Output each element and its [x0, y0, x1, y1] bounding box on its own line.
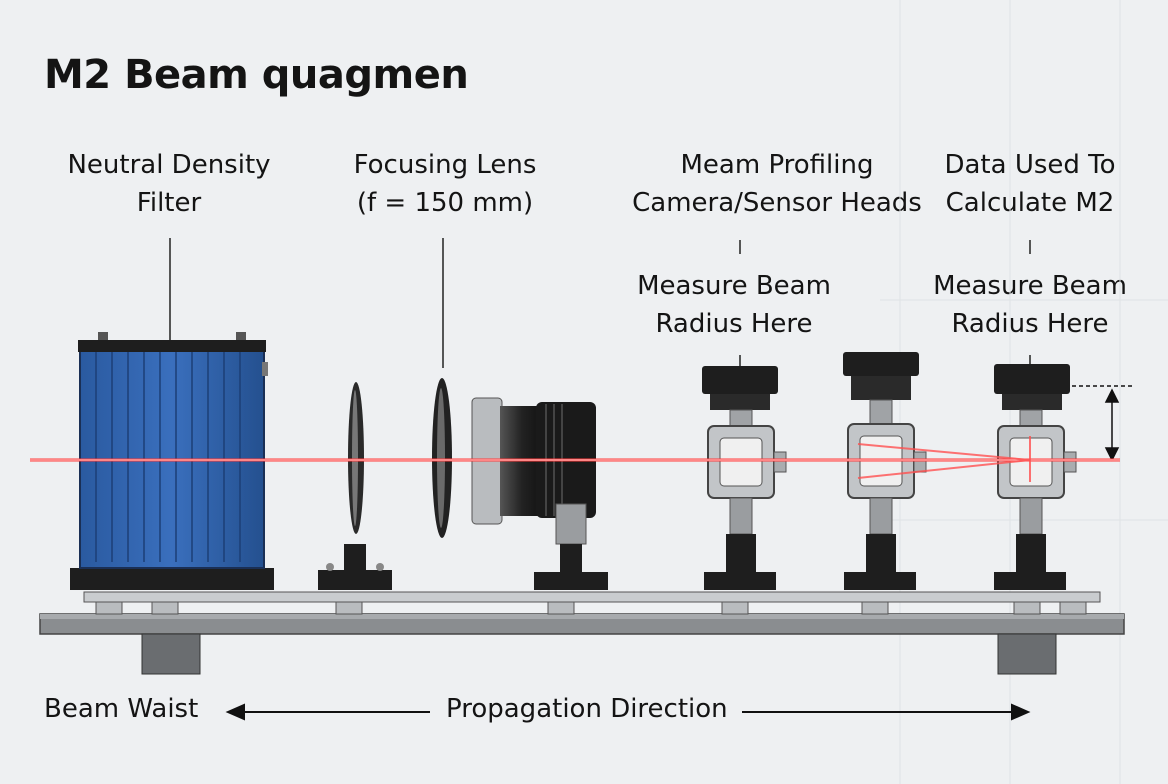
label-nd-filter-line1: Neutral Density — [67, 150, 271, 180]
camera-lens — [471, 397, 608, 590]
label-nd-filter: Neutral Density Filter — [44, 146, 294, 222]
diagram-title: M2 Beam quagmen — [44, 52, 469, 98]
label-profiling-line1: Meam Profiling — [680, 150, 874, 180]
filter-lens-element — [318, 382, 392, 590]
propagation-direction-label: Propagation Direction — [446, 694, 728, 724]
label-profiling: Meam Profiling Camera/Sensor Heads — [622, 146, 932, 222]
label-measure-2: Measure Beam Radius Here — [918, 267, 1142, 343]
laser-beam — [30, 436, 1120, 482]
propagation-arrow — [225, 703, 1031, 721]
label-measure-2-line1: Measure Beam — [933, 271, 1127, 301]
label-data-used: Data Used To Calculate M2 — [918, 146, 1142, 222]
dimension-marker — [1072, 385, 1134, 462]
label-measure-1: Measure Beam Radius Here — [624, 267, 844, 343]
label-data-used-line2: Calculate M2 — [945, 188, 1115, 218]
label-focusing-lens-line1: Focusing Lens — [353, 150, 537, 180]
label-profiling-line2: Camera/Sensor Heads — [632, 188, 922, 218]
sensor-mount-1 — [702, 366, 787, 590]
label-measure-1-line1: Measure Beam — [637, 271, 831, 301]
beam-waist-label: Beam Waist — [44, 694, 199, 724]
label-data-used-line1: Data Used To — [944, 150, 1116, 180]
label-nd-filter-line2: Filter — [136, 188, 202, 218]
label-focusing-lens-line2: (f = 150 mm) — [356, 188, 534, 218]
label-focusing-lens: Focusing Lens (f = 150 mm) — [320, 146, 570, 222]
label-measure-2-line2: Radius Here — [951, 309, 1109, 339]
label-measure-1-line2: Radius Here — [655, 309, 813, 339]
sensor-mount-3 — [994, 364, 1077, 590]
sensor-mount-2 — [843, 352, 927, 590]
optical-rail — [39, 591, 1125, 675]
